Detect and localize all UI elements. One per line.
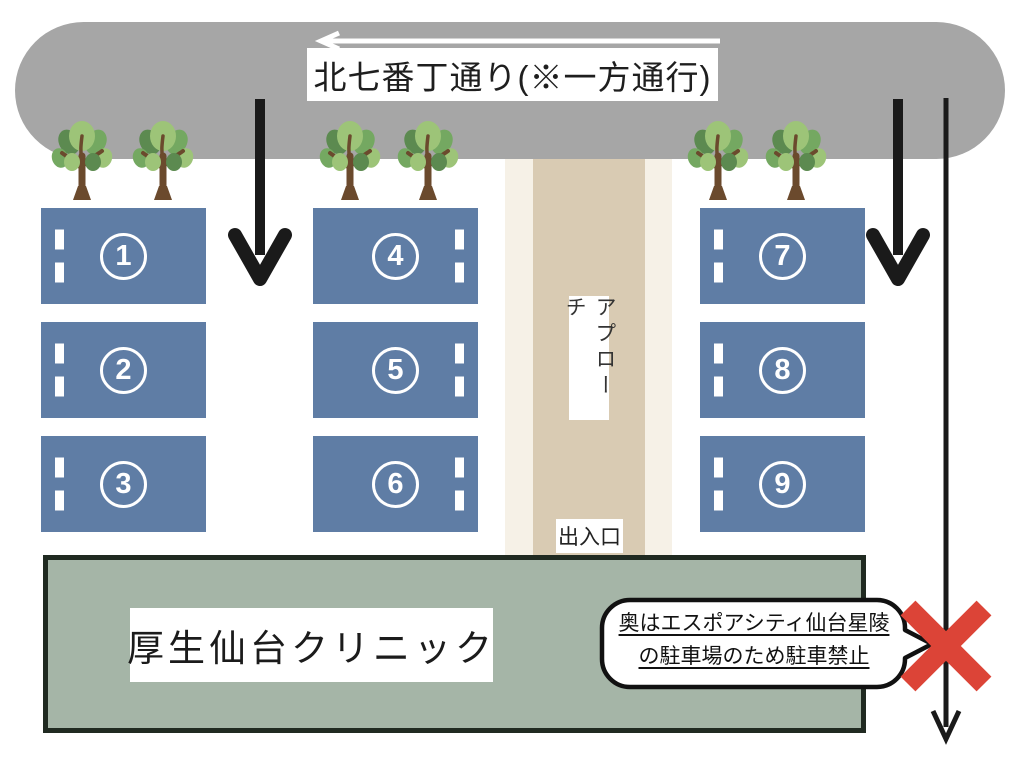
no-parking-note-line2: の駐車場のため駐車禁止 — [638, 644, 870, 668]
parking-space-2: 2 — [41, 322, 206, 418]
tree-icon — [397, 121, 459, 200]
clinic-name-label: 厚生仙台クリニック — [127, 608, 493, 682]
space-number-badge: 1 — [100, 232, 147, 280]
parking-line-marks — [55, 457, 64, 511]
entrance-exit-label: 出入口 — [556, 519, 623, 553]
one-way-arrow-icon — [314, 30, 720, 52]
parking-space-7: 7 — [700, 208, 865, 304]
parking-line-marks — [714, 229, 723, 283]
parking-line-marks — [55, 229, 64, 283]
parking-space-5: 5 — [313, 322, 478, 418]
parking-line-marks — [455, 229, 464, 283]
no-parking-note-line1: 奥はエスポアシティ仙台星陵 — [618, 612, 890, 635]
space-number-badge: 5 — [372, 346, 419, 394]
parking-line-marks — [714, 457, 723, 511]
parking-line-marks — [455, 343, 464, 397]
space-number-badge: 3 — [100, 460, 147, 508]
parking-space-9: 9 — [700, 436, 865, 532]
tree-icon — [51, 121, 113, 200]
parking-space-8: 8 — [700, 322, 865, 418]
tree-icon — [687, 121, 749, 200]
parking-line-marks — [55, 343, 64, 397]
space-number-badge: 2 — [100, 346, 147, 394]
parking-space-6: 6 — [313, 436, 478, 532]
space-number-badge: 8 — [759, 346, 806, 394]
parking-space-3: 3 — [41, 436, 206, 532]
space-number-badge: 9 — [759, 460, 806, 508]
parking-line-marks — [455, 457, 464, 511]
space-number-badge: 4 — [372, 232, 419, 280]
tree-icon — [319, 121, 381, 200]
parking-space-1: 1 — [41, 208, 206, 304]
road-name-label: 北七番丁通り(※一方通行) — [307, 48, 718, 101]
parking-line-marks — [714, 343, 723, 397]
no-parking-note: 奥はエスポアシティ仙台星陵 の駐車場のため駐車禁止 — [604, 608, 904, 673]
traffic-flow-down-arrow-icon — [228, 99, 292, 286]
space-number-badge: 7 — [759, 232, 806, 280]
no-parking-x-icon — [900, 600, 992, 692]
space-number-badge: 6 — [372, 460, 419, 508]
through-lane-down-arrow-icon — [930, 98, 962, 745]
traffic-flow-down-arrow-icon — [866, 99, 930, 286]
approach-label: アプローチ — [563, 296, 616, 420]
tree-icon — [765, 121, 827, 200]
parking-space-4: 4 — [313, 208, 478, 304]
tree-icon — [132, 121, 194, 200]
